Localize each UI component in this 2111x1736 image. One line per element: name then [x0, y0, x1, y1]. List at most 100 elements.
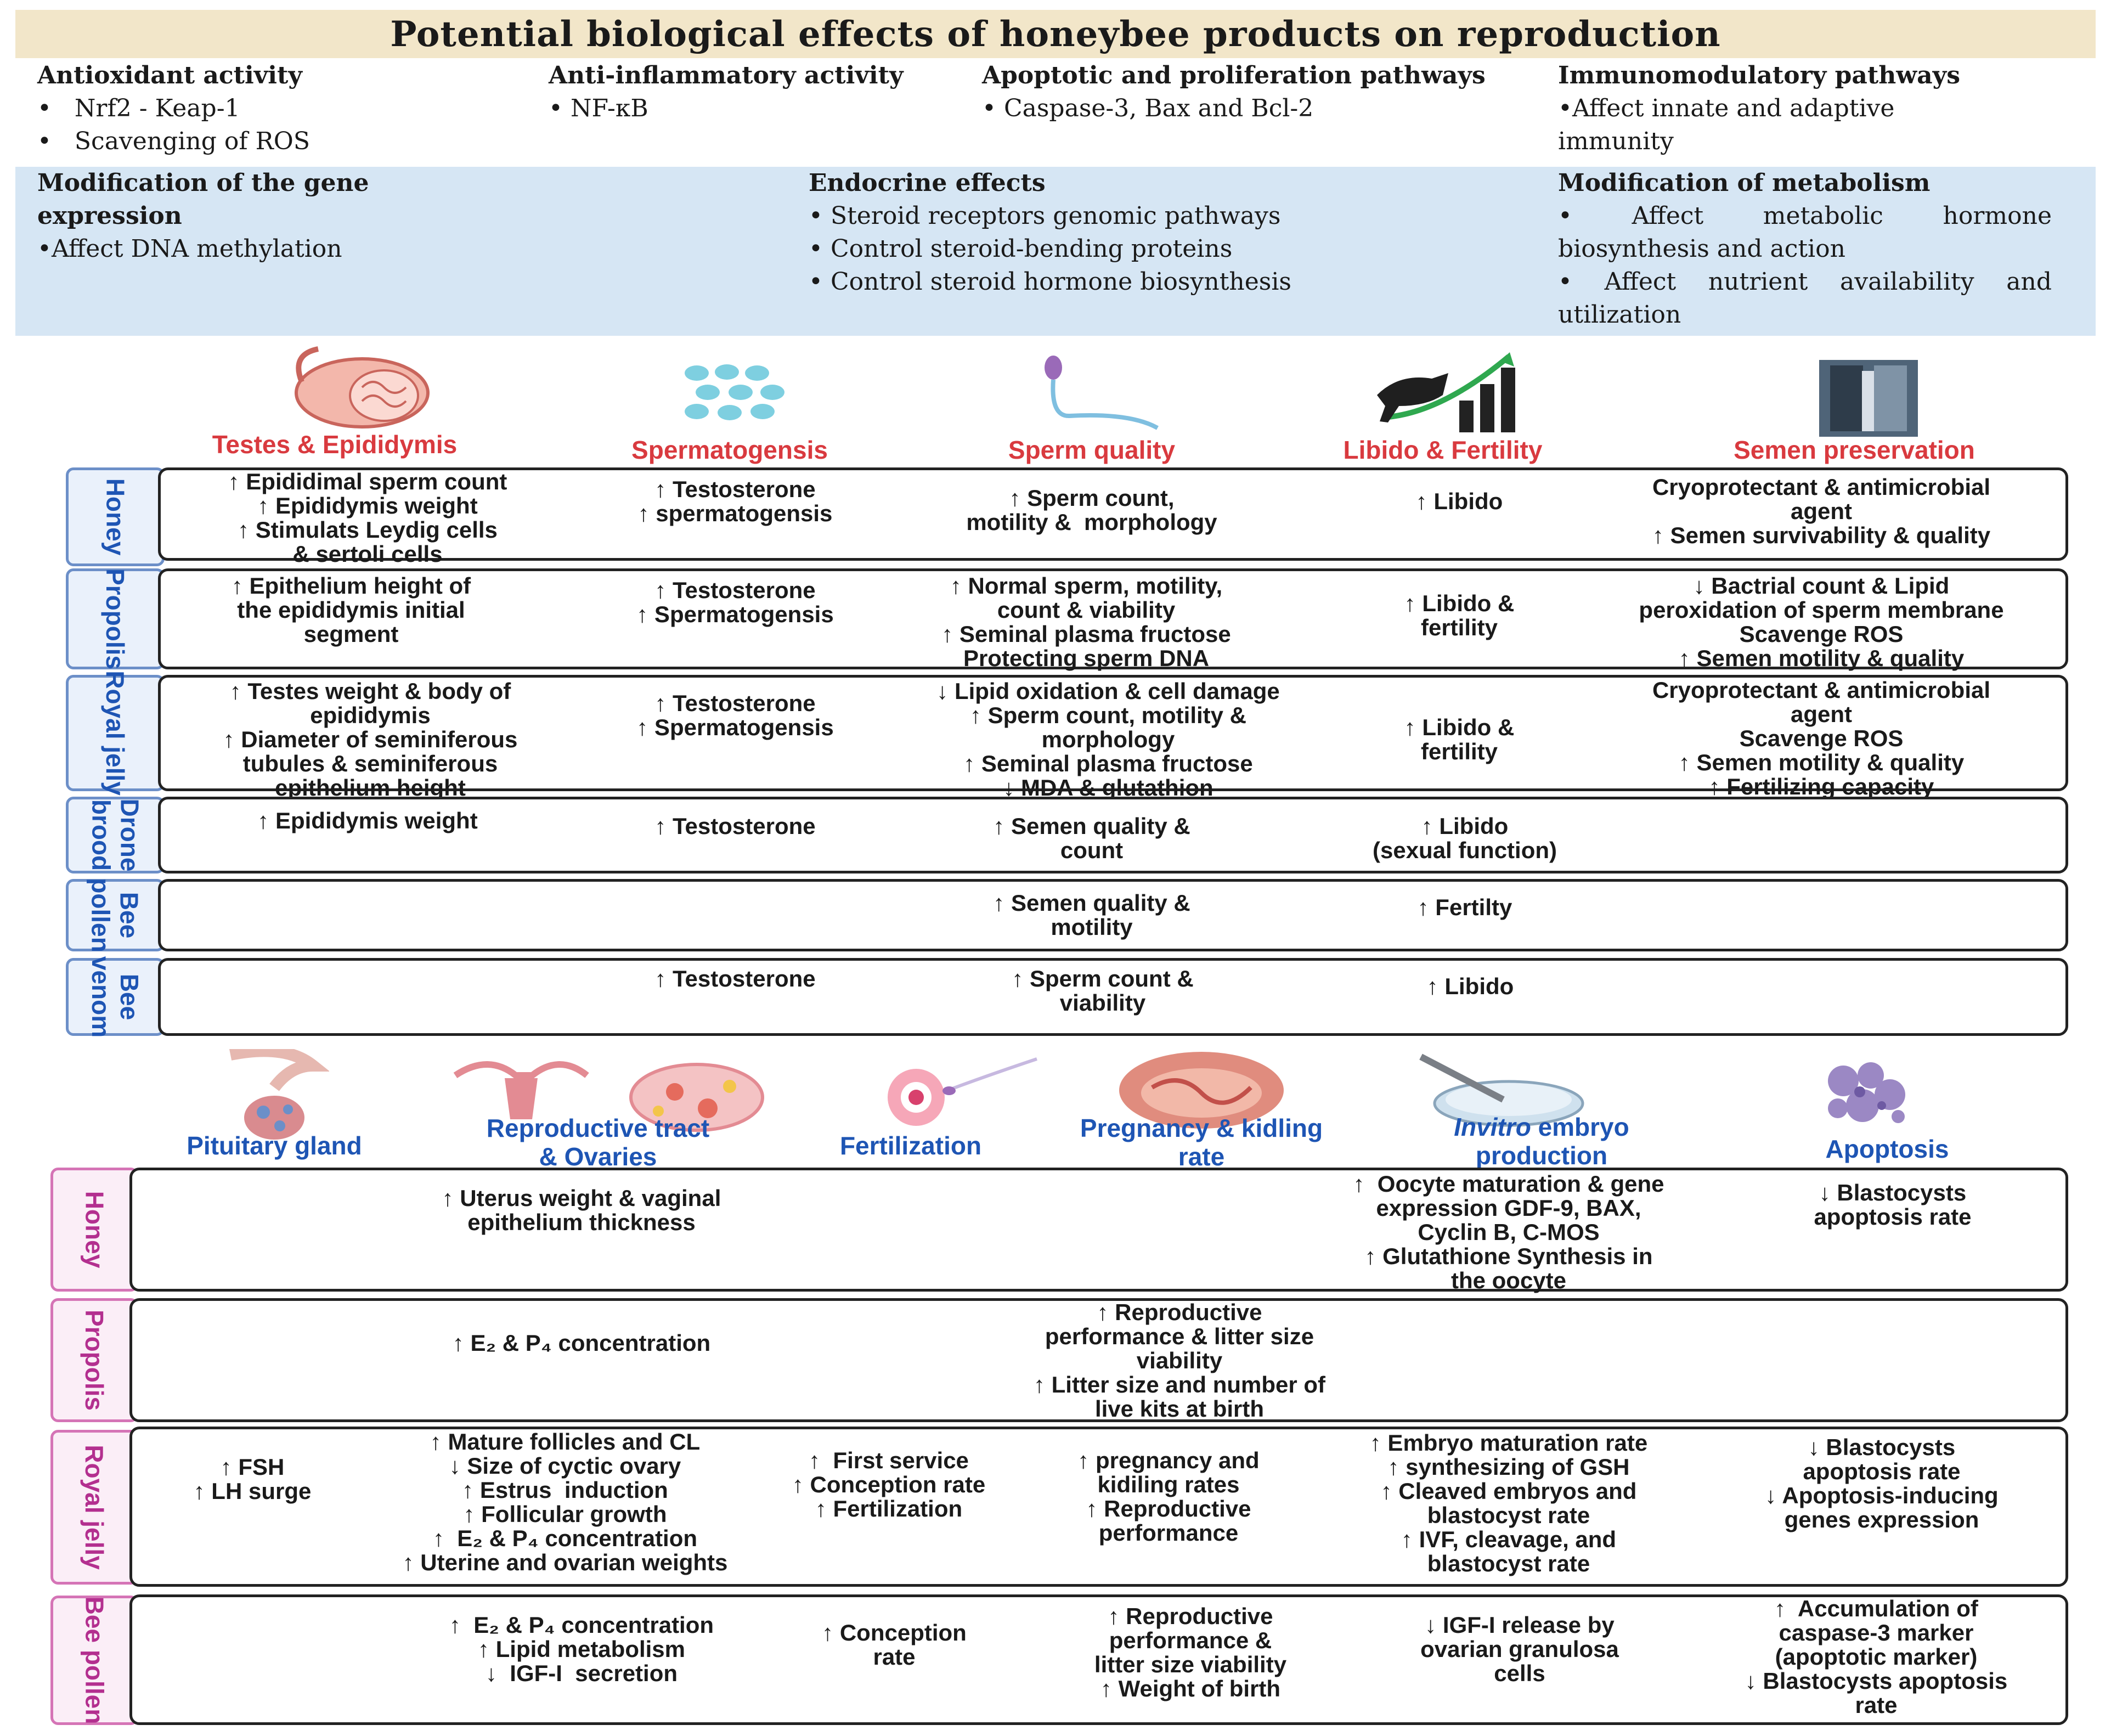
- effects-row-1: Antioxidant activity • Nrf2 - Keap-1 • S…: [15, 59, 2096, 165]
- female-row-honey: [129, 1168, 2068, 1292]
- cell-honey-semen: Cryoprotectant & antimicrobial agent ↑ S…: [1652, 474, 1991, 548]
- male-row-bee-venom: [158, 958, 2068, 1036]
- effect-item: • Affect nutrient availability and: [1558, 268, 2052, 296]
- effect-item: • Control steroid-bending proteins: [809, 235, 1233, 263]
- effects-row-2: Modification of the gene expression •Aff…: [15, 167, 2096, 336]
- title-bar: Potential biological effects of honeybee…: [15, 10, 2096, 58]
- row-label-propolis: Propolis: [66, 568, 165, 669]
- bull-chart-icon: [1377, 352, 1515, 432]
- category-invitro-embryo: Invitro embryo production: [1388, 1113, 1695, 1170]
- cell-honey-libido: ↑ Libido: [1415, 488, 1503, 514]
- effect-immunomodulatory: Immunomodulatory pathways •Affect innate…: [1558, 59, 2085, 158]
- apoptosis-cell-icon: [1828, 1062, 1905, 1123]
- effect-item: • Control steroid hormone biosynthesis: [809, 268, 1291, 296]
- category-semen-preservation: Semen preservation: [1734, 436, 1975, 464]
- cell-f-honey-tract: ↑ Uterus weight & vaginal epithelium thi…: [442, 1185, 721, 1235]
- embryo-production-text: embryo production: [1475, 1113, 1629, 1170]
- cell-f-pollen-tract: ↑ E₂ & P₄ concentration ↑ Lipid metaboli…: [449, 1612, 714, 1686]
- sperm-icon: [1045, 356, 1159, 430]
- effect-heading: Anti-inflammatory activity: [549, 61, 904, 89]
- cell-royaljelly-spermatogenesis: ↑ Testosterone ↑ Spermatogensis: [636, 690, 834, 740]
- effect-item: •Affect DNA methylation: [37, 235, 342, 263]
- cell-drone-sperm-quality: ↑ Semen quality & count: [993, 813, 1190, 863]
- female-row-propolis: [129, 1298, 2068, 1422]
- effect-heading: Immunomodulatory pathways: [1558, 61, 1960, 89]
- row-label-drone-brood: Drone brood: [66, 797, 165, 873]
- row-label-text: Honey: [80, 1191, 109, 1269]
- testes-icon: [295, 346, 430, 429]
- cell-pollen-sperm-quality: ↑ Semen quality & motility: [993, 890, 1190, 940]
- effect-heading: Antioxidant activity: [37, 61, 302, 89]
- invitro-word: Invitro: [1454, 1113, 1531, 1141]
- effect-item: • NF-κB: [549, 94, 648, 122]
- effect-item: biosynthesis and action: [1558, 235, 1845, 263]
- effect-heading: Endocrine effects: [809, 169, 1046, 197]
- effect-metabolism: Modification of metabolism • Affect meta…: [1558, 167, 2052, 331]
- egg-sperm-icon: [888, 1057, 1037, 1126]
- row-label-royal-jelly-female: Royal jelly: [50, 1430, 138, 1585]
- cell-royaljelly-libido: ↑ Libido & fertility: [1404, 714, 1515, 764]
- cell-honey-spermatogenesis: ↑ Testosterone ↑ spermatogensis: [637, 476, 833, 526]
- cell-f-rj-pituitary: ↑ FSH ↑ LH surge: [193, 1454, 312, 1504]
- cell-drone-libido: ↑ Libido (sexual function): [1372, 813, 1557, 863]
- page-title: Potential biological effects of honeybee…: [390, 13, 1721, 55]
- effect-heading: Apoptotic and proliferation pathways: [982, 61, 1486, 89]
- row-label-text: Bee venom: [86, 956, 144, 1038]
- female-row-bee-pollen: [129, 1594, 2068, 1725]
- category-sperm-quality: Sperm quality: [1008, 436, 1176, 464]
- cell-f-pollen-fertilization: ↑ Conception rate: [822, 1620, 967, 1670]
- cell-f-rj-pregnancy: ↑ pregnancy and kidiling rates ↑ Reprodu…: [1077, 1447, 1260, 1546]
- row-label-text: Royal jelly: [80, 1445, 109, 1570]
- cell-f-honey-apoptosis: ↓ Blastocysts apoptosis rate: [1814, 1180, 1972, 1230]
- row-label-bee-pollen-male: Bee pollen: [66, 878, 165, 952]
- cell-royaljelly-sperm-quality: ↓ Lipid oxidation & cell damage ↑ Sperm …: [936, 678, 1280, 801]
- cell-propolis-spermatogenesis: ↑ Testosterone ↑ Spermatogensis: [636, 577, 834, 627]
- uterus-ovary-icon: [453, 1061, 764, 1132]
- effect-heading: Modification of the gene: [37, 169, 369, 197]
- cell-venom-libido: ↑ Libido: [1426, 973, 1514, 999]
- effect-item: • Steroid receptors genomic pathways: [809, 202, 1281, 230]
- row-label-text: Propolis: [101, 568, 129, 670]
- row-label-bee-venom: Bee venom: [66, 956, 165, 1038]
- cell-honey-sperm-quality: ↑ Sperm count, motility & morphology: [966, 485, 1217, 535]
- cell-venom-sperm-quality: ↑ Sperm count & viability: [1012, 966, 1194, 1016]
- effect-item: • Caspase-3, Bax and Bcl-2: [982, 94, 1314, 122]
- pituitary-icon: [229, 1049, 329, 1140]
- cell-f-propolis-tract: ↑ E₂ & P₄ concentration: [452, 1330, 711, 1356]
- cell-pollen-libido: ↑ Fertilty: [1417, 894, 1512, 920]
- row-label-royal-jelly: Royal jelly: [66, 670, 165, 796]
- category-reproductive-tract: Reproductive tract & Ovaries: [486, 1114, 710, 1171]
- category-pituitary-gland: Pituitary gland: [187, 1131, 362, 1160]
- row-label-text: Honey: [101, 478, 129, 556]
- cell-f-rj-tract: ↑ Mature follicles and CL ↓ Size of cyct…: [402, 1429, 728, 1575]
- cell-venom-spermatogenesis: ↑ Testosterone: [654, 966, 816, 991]
- cell-f-pollen-invitro: ↓ IGF-I release by ovarian granulosa cel…: [1420, 1612, 1619, 1686]
- category-apoptosis: Apoptosis: [1825, 1135, 1949, 1163]
- effect-heading: expression: [37, 202, 182, 230]
- male-row-honey: [158, 467, 2068, 561]
- effect-item: •Affect innate and adaptive: [1558, 94, 1895, 122]
- row-label-text: Drone brood: [87, 798, 144, 872]
- cell-propolis-testes: ↑ Epithelium height of the epididymis in…: [231, 573, 471, 647]
- row-label-text: Propolis: [80, 1309, 109, 1411]
- effect-gene-expression: Modification of the gene expression •Aff…: [37, 167, 531, 266]
- male-row-drone-brood: [158, 797, 2068, 873]
- category-spermatogenesis: Spermatogensis: [631, 436, 828, 464]
- row-label-text: Bee pollen: [86, 878, 144, 952]
- effect-heading: Modification of metabolism: [1558, 169, 1931, 197]
- male-row-royal-jelly: [158, 675, 2068, 791]
- effect-anti-inflammatory: Anti-inflammatory activity • NF-κB: [549, 59, 987, 125]
- cell-drone-testes: ↑ Epididymis weight: [257, 808, 478, 833]
- effect-apoptotic: Apoptotic and proliferation pathways • C…: [982, 59, 1558, 125]
- female-row-royal-jelly: [129, 1427, 2068, 1587]
- effect-item: • Scavenging of ROS: [37, 127, 310, 155]
- semen-tube-icon: [1819, 360, 1918, 437]
- cell-f-pollen-apoptosis: ↑ Accumulation of caspase-3 marker (apop…: [1745, 1596, 2008, 1718]
- effect-endocrine: Endocrine effects • Steroid receptors ge…: [809, 167, 1412, 298]
- cell-drone-spermatogenesis: ↑ Testosterone: [654, 813, 816, 839]
- cell-f-propolis-pregnancy: ↑ Reproductive performance & litter size…: [1033, 1299, 1326, 1422]
- effect-item: immunity: [1558, 127, 1674, 155]
- row-label-propolis-female: Propolis: [50, 1298, 138, 1422]
- effect-item: utilization: [1558, 301, 1681, 329]
- row-label-bee-pollen-female: Bee pollen: [50, 1596, 138, 1725]
